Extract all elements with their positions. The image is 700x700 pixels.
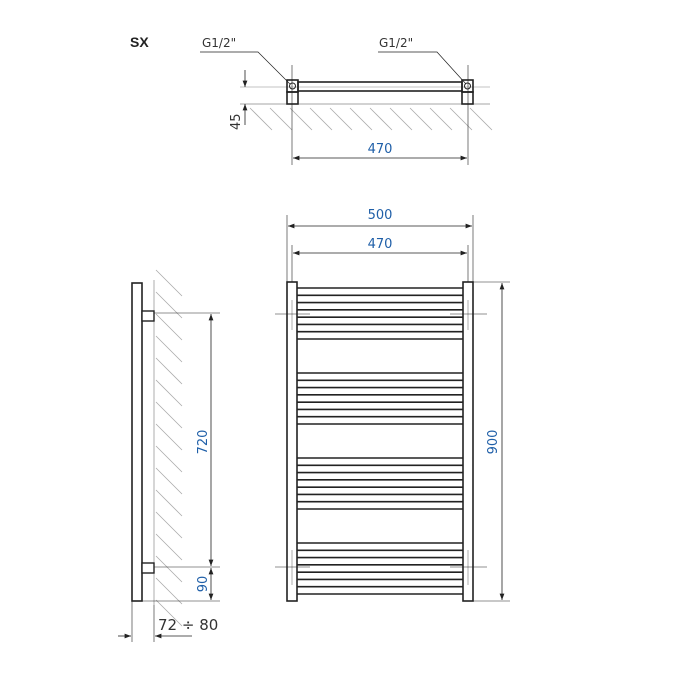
leader-left [200,51,291,85]
hatch-line [349,107,373,131]
dim-bracket-spacing: 720 [196,430,211,455]
side-view [118,269,220,642]
side-post [131,282,143,602]
dim-overall-width: 500 [368,208,393,223]
leader-right [378,51,467,85]
lower-bracket [141,562,155,574]
hatch-line [155,379,183,407]
wall-hatch-side [155,269,183,627]
hatch-line [155,555,183,583]
left-fitting [286,79,299,93]
hatch-line [155,335,183,363]
front-view [275,215,510,602]
hatch-line [309,107,333,131]
hatch-line [155,599,183,627]
dim-overall-height: 900 [486,430,501,455]
hatch-line [389,107,413,131]
dim-bottom-offset: 90 [196,576,211,593]
dim-axis-front: 470 [368,237,393,252]
dim-wall-clearance: 72 ÷ 80 [158,616,218,634]
towel-bars [297,287,463,595]
top-bar [297,81,463,92]
hatch-line [249,107,273,131]
hatch-line [289,107,313,131]
connector-label-left: G1/2" [202,36,236,50]
hatch-line [155,423,183,451]
wall-hatch-top [249,107,493,131]
hatch-line [155,357,183,385]
dim-axis-top: 470 [368,142,393,157]
hatch-line [155,445,183,473]
hatch-line [469,107,493,131]
hatch-line [429,107,453,131]
dim-wall-distance: 45 [229,113,244,130]
hatch-line [155,313,183,341]
hatch-line [155,511,183,539]
hatch-line [329,107,353,131]
hatch-line [449,107,473,131]
hatch-line [155,577,183,605]
right-post [462,281,474,602]
left-post [286,281,298,602]
connector-label-right: G1/2" [379,36,413,50]
hatch-line [155,533,183,561]
hatch-line [155,269,183,297]
hatch-line [155,467,183,495]
hatch-line [409,107,433,131]
top-view [200,51,493,165]
upper-bracket [141,310,155,322]
hatch-line [155,489,183,517]
model-title: SX [130,34,149,50]
hatch-line [269,107,293,131]
hatch-line [155,401,183,429]
hatch-line [369,107,393,131]
hatch-line [155,291,183,319]
